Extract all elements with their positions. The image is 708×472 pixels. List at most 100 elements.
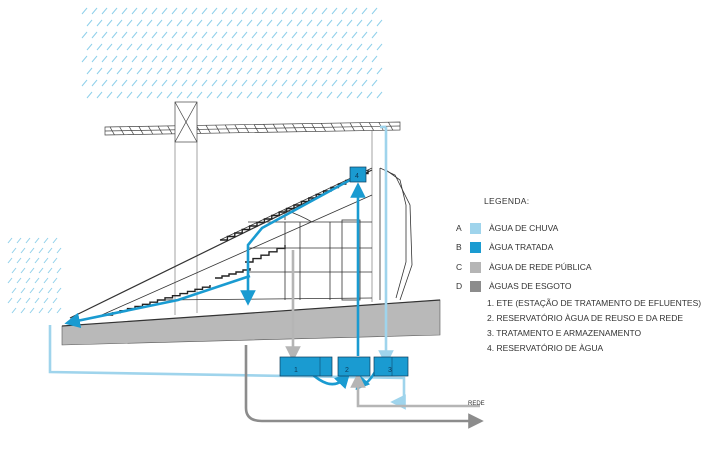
rain-stroke xyxy=(316,19,323,27)
rain-stroke xyxy=(306,43,313,51)
rain-stroke xyxy=(271,55,278,63)
stair-run xyxy=(215,268,251,279)
rain-stroke xyxy=(86,67,93,75)
truss-member xyxy=(272,123,279,133)
rain-stroke xyxy=(181,79,188,87)
rain-stroke xyxy=(176,91,183,99)
rain-stroke xyxy=(281,79,288,87)
rain-stroke xyxy=(326,19,333,27)
rain-stroke xyxy=(206,19,213,27)
rain-stroke xyxy=(176,19,183,27)
rain-stroke xyxy=(171,7,178,15)
rain-stroke xyxy=(176,43,183,51)
rain-stroke xyxy=(16,257,22,264)
rain-stroke xyxy=(196,43,203,51)
rain-stroke xyxy=(251,7,258,15)
rain-stroke xyxy=(231,31,238,39)
rain-stroke xyxy=(311,7,318,15)
rain-stroke xyxy=(166,91,173,99)
rain-stroke xyxy=(136,19,143,27)
legend-letter: A xyxy=(456,223,462,233)
rain-stroke xyxy=(38,287,44,294)
rain-stroke xyxy=(156,43,163,51)
rain-stroke xyxy=(156,67,163,75)
rain-stroke xyxy=(286,67,293,75)
legend-letter: D xyxy=(456,281,463,291)
rain-stroke xyxy=(321,7,328,15)
rain-stroke xyxy=(91,31,98,39)
rain-stroke xyxy=(271,7,278,15)
rain-stroke xyxy=(7,277,13,284)
rain-stroke xyxy=(226,67,233,75)
truss-member xyxy=(157,125,163,135)
rain-stroke xyxy=(136,43,143,51)
tank-4 xyxy=(349,166,367,183)
rain-stroke xyxy=(251,79,258,87)
rain-stroke xyxy=(296,67,303,75)
rain-stroke xyxy=(47,307,53,314)
legend-swatch xyxy=(470,280,481,292)
rain-stroke xyxy=(121,7,128,15)
rain-stroke xyxy=(216,19,223,27)
rain-stroke xyxy=(156,19,163,27)
pipe-public-water xyxy=(285,250,480,408)
rain-stroke xyxy=(326,67,333,75)
rain-stroke xyxy=(241,79,248,87)
rain-stroke xyxy=(43,237,49,244)
grandstand-structure xyxy=(69,167,373,319)
truss-member xyxy=(301,123,307,132)
rain-stroke xyxy=(141,7,148,15)
rain-stroke xyxy=(346,91,353,99)
rain-stroke xyxy=(376,67,383,75)
rain-stroke xyxy=(34,297,40,304)
rain-stroke xyxy=(301,7,308,15)
legend-item-sewage: D ÀGUAS DE ESGOTO xyxy=(456,279,572,293)
rain-stroke xyxy=(11,307,17,314)
rain-stroke xyxy=(16,237,22,244)
truss-member xyxy=(349,122,355,132)
rain-stroke xyxy=(96,43,103,51)
truss-member xyxy=(167,125,173,135)
rain-stroke xyxy=(301,55,308,63)
rain-stroke xyxy=(246,43,253,51)
rain-stroke xyxy=(336,43,343,51)
rain-stroke xyxy=(106,91,113,99)
rain-stroke xyxy=(291,7,298,15)
rain-stroke xyxy=(256,67,263,75)
rain-stroke xyxy=(56,287,62,294)
rain-stroke xyxy=(101,7,108,15)
rain-stroke xyxy=(281,55,288,63)
truss-member xyxy=(320,123,327,132)
rain-stroke xyxy=(11,287,17,294)
truss-member xyxy=(138,126,144,135)
rain-stroke xyxy=(96,19,103,27)
rain-stroke xyxy=(291,79,298,87)
rain-stroke xyxy=(91,55,98,63)
legend-title: LEGENDA: xyxy=(484,196,530,206)
rain-stroke xyxy=(341,55,348,63)
rain-stroke xyxy=(296,91,303,99)
rain-stroke xyxy=(231,7,238,15)
rain-stroke xyxy=(43,277,49,284)
rain-stroke xyxy=(376,43,383,51)
rain-stroke xyxy=(236,67,243,75)
rain-stroke xyxy=(326,91,333,99)
rain-stroke xyxy=(346,43,353,51)
rain-stroke xyxy=(25,297,31,304)
rain-stroke xyxy=(241,31,248,39)
rain-stroke xyxy=(291,31,298,39)
tank-2-label: 2 xyxy=(345,367,349,374)
facade xyxy=(379,167,413,301)
legend-swatch xyxy=(470,241,481,253)
rain-stroke xyxy=(151,55,158,63)
truss-member xyxy=(253,124,259,133)
rain-stroke xyxy=(226,91,233,99)
rain-stroke xyxy=(191,55,198,63)
rain-stroke xyxy=(126,91,133,99)
rain-stroke xyxy=(126,43,133,51)
rain-stroke xyxy=(236,19,243,27)
rain-stroke xyxy=(356,91,363,99)
rain-stroke xyxy=(301,31,308,39)
